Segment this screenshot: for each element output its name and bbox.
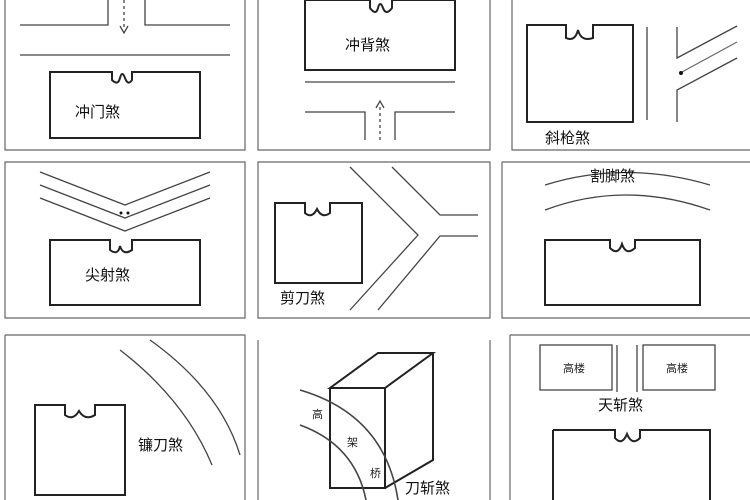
panel-jianshe: 尖射煞: [4, 161, 246, 319]
road: [119, 339, 241, 466]
panel-liandao: 镰刀煞: [4, 334, 246, 500]
panel-chongmen: 冲门煞: [4, 0, 246, 151]
overpass-char: 架: [347, 436, 358, 449]
road: [39, 171, 211, 232]
building-label: 高楼: [666, 361, 688, 375]
panel-label: 尖射煞: [85, 266, 130, 284]
panel-label: 冲门煞: [75, 103, 120, 121]
panel-label: 刀斩煞: [405, 479, 450, 497]
house: [274, 202, 363, 284]
panel-label: 剪刀煞: [280, 289, 325, 307]
road: [544, 171, 711, 211]
panel-chongbei: 冲背煞: [257, 0, 491, 151]
overpass: [299, 389, 399, 500]
panel-daozhan: 高 架 桥 刀斩煞: [257, 340, 491, 500]
tall-building: [642, 344, 716, 391]
panel-jiandao: 剪刀煞: [257, 161, 491, 319]
house: [49, 71, 201, 139]
panel-gejiao: 割脚煞: [501, 161, 750, 319]
tall-building: [539, 344, 613, 391]
house: [34, 404, 126, 496]
panel-label: 割脚煞: [590, 167, 635, 185]
road: [349, 166, 478, 311]
house: [49, 239, 201, 306]
house: [304, 0, 456, 71]
building-label: 高楼: [563, 361, 585, 375]
road: [646, 25, 738, 122]
house: [552, 429, 711, 500]
panel-tianzhan: 高楼 高楼 天斩煞: [509, 334, 750, 500]
panel-label: 天斩煞: [598, 396, 643, 414]
overpass-char: 桥: [370, 467, 381, 480]
house: [544, 239, 701, 306]
panel-label: 镰刀煞: [138, 436, 183, 454]
panel-label: 冲背煞: [345, 36, 390, 54]
house: [526, 24, 634, 123]
panel-xieqiang: 斜枪煞: [511, 0, 750, 151]
road: [305, 81, 455, 140]
panel-label: 斜枪煞: [545, 129, 590, 147]
road: [20, 0, 230, 56]
building: [326, 352, 437, 489]
overpass-char: 高: [312, 407, 323, 421]
